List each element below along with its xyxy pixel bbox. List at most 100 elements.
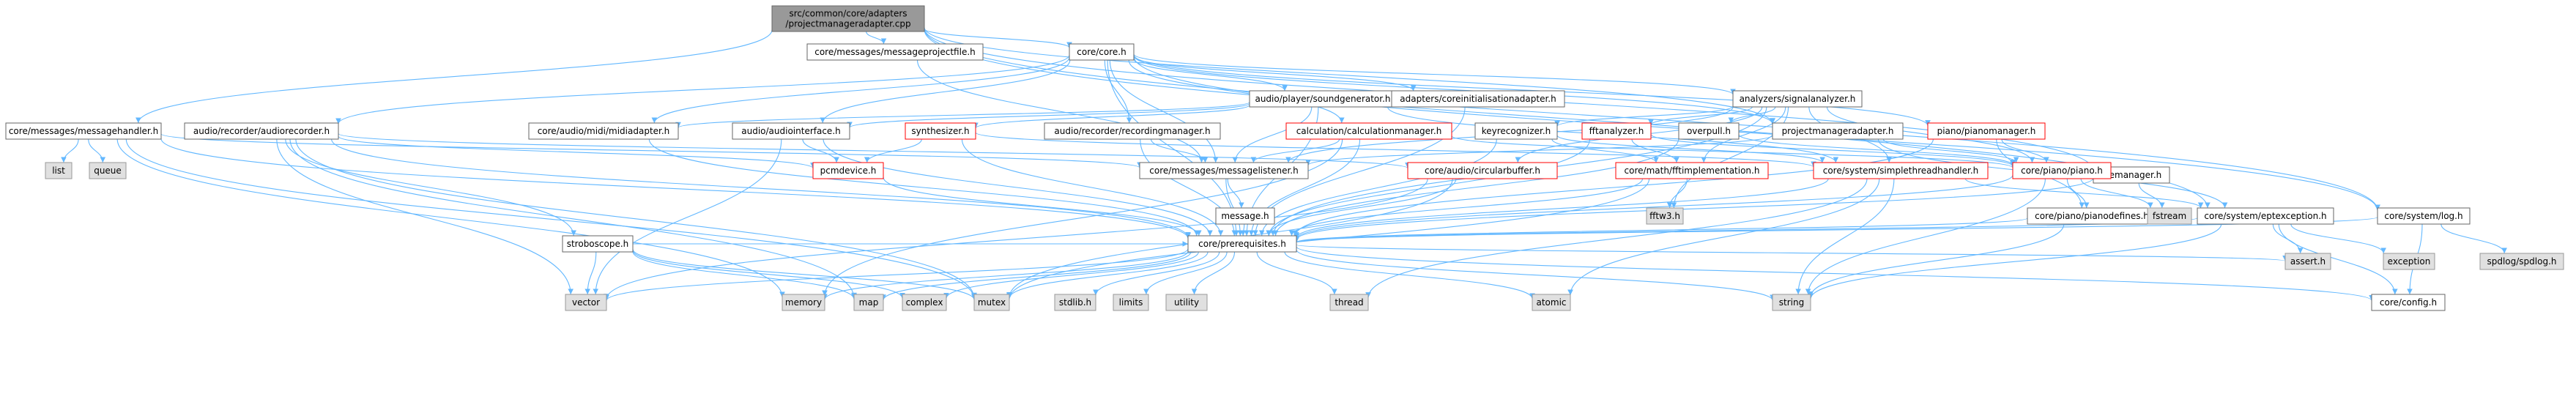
edge-root-to-msgprojfile xyxy=(866,31,887,45)
node-msglistener[interactable]: core/messages/messagelistener.h xyxy=(1139,162,1309,179)
edge-signalanalyzer-to-keyrecognizer xyxy=(1554,105,1734,127)
edge-midiadapter-to-prereq xyxy=(648,138,1200,237)
edge-prereq-to-map xyxy=(880,251,1192,301)
edge-prereq-to-limits xyxy=(1143,251,1228,295)
node-synthesizer[interactable]: synthesizer.h xyxy=(905,122,976,140)
node-label: vector xyxy=(572,297,600,308)
node-recordingmanager[interactable]: audio/recorder/recordingmanager.h xyxy=(1044,122,1221,140)
node-keyrecognizer[interactable]: keyrecognizer.h xyxy=(1474,122,1558,140)
node-label: piano/pianomanager.h xyxy=(1937,126,2036,136)
node-vector: vector xyxy=(565,294,607,311)
edge-prereq-to-asserth xyxy=(1296,244,2287,262)
node-memory: memory xyxy=(782,294,825,311)
node-label: thread xyxy=(1335,297,1363,308)
node-config[interactable]: core/config.h xyxy=(2371,294,2446,311)
node-label: core/math/fftimplementation.h xyxy=(1625,165,1760,176)
edge-pianodefines-to-string xyxy=(1808,223,2065,297)
edge-calcmanager-to-msglistener xyxy=(1250,138,1340,163)
edge-root-to-pmadapter xyxy=(924,27,1775,124)
edge-audiorecorder-to-map xyxy=(289,138,857,299)
edge-fftanalyzer-to-piano xyxy=(1650,133,2016,167)
edge-audiointerface-to-prereq xyxy=(823,138,1213,237)
node-label: filemanager.h xyxy=(2101,170,2162,180)
node-spdlog: spdlog/spdlog.h xyxy=(2479,253,2564,270)
edge-corecore-to-signalanalyzer xyxy=(1133,53,1736,95)
node-label: synthesizer.h xyxy=(911,126,969,136)
edge-simplethread-to-string xyxy=(1795,178,1895,295)
edge-eptexception-to-string xyxy=(1808,223,2222,299)
node-atomic: atomic xyxy=(1532,294,1571,311)
edge-corecore-to-audiorecorder xyxy=(335,54,1070,124)
node-stroboscope[interactable]: stroboscope.h xyxy=(562,235,634,253)
edge-circbuffer-to-vector xyxy=(604,178,1428,299)
edge-root-to-log xyxy=(924,28,2380,211)
node-label: stroboscope.h xyxy=(567,239,629,249)
edge-audiorecorder-to-mutex xyxy=(295,138,977,299)
node-label: core/messages/messageprojectfile.h xyxy=(814,47,976,57)
node-audiorecorder[interactable]: audio/recorder/audiorecorder.h xyxy=(184,122,339,140)
edge-pianomanager-to-piano xyxy=(2001,138,2049,163)
node-calcmanager[interactable]: calculation/calculationmanager.h xyxy=(1285,122,1452,140)
edge-signalanalyzer-to-fftanalyzer xyxy=(1648,106,1753,126)
edge-fftanalyzer-to-fftimpl xyxy=(1631,138,1679,163)
node-label: utility xyxy=(1174,297,1199,308)
edge-pmadapter-to-msglistener xyxy=(1305,135,1773,166)
node-signalanalyzer[interactable]: analyzers/signalanalyzer.h xyxy=(1732,90,1863,108)
edge-prereq-to-thread xyxy=(1256,251,1337,295)
node-coreinit[interactable]: adapters/coreinitialisationadapter.h xyxy=(1391,90,1565,108)
node-midiadapter[interactable]: core/audio/midi/midiadapter.h xyxy=(528,122,679,140)
node-pianodefines[interactable]: core/piano/pianodefines.h xyxy=(2027,207,2157,225)
node-label: src/common/core/adapters xyxy=(789,9,907,19)
edge-simplethread-to-thread xyxy=(1365,178,1868,298)
node-message[interactable]: message.h xyxy=(1215,207,1275,225)
node-simplethread[interactable]: core/system/simplethreadhandler.h xyxy=(1813,162,1989,179)
node-root[interactable]: src/common/core/adapters/projectmanagera… xyxy=(771,5,925,32)
edge-audiorecorder-to-prereq xyxy=(331,138,1191,238)
edge-prereq-to-vector xyxy=(604,248,1189,301)
node-pianomanager[interactable]: piano/pianomanager.h xyxy=(1927,122,2046,140)
node-eptexception[interactable]: core/system/eptexception.h xyxy=(2197,207,2334,225)
edge-msglistener-to-prereq xyxy=(1225,178,1244,237)
edge-corecore-to-prereq xyxy=(1107,59,1239,237)
node-piano[interactable]: core/piano/piano.h xyxy=(2012,162,2112,179)
node-fftimpl[interactable]: core/math/fftimplementation.h xyxy=(1615,162,1769,179)
node-pcmdevice[interactable]: pcmdevice.h xyxy=(812,162,884,179)
node-complex: complex xyxy=(902,294,947,311)
node-msghandler[interactable]: core/messages/messagehandler.h xyxy=(5,122,162,140)
edge-corecore-to-recordingmanager xyxy=(1104,59,1132,124)
edge-soundgen-to-synthesizer xyxy=(973,104,1250,129)
node-corecore[interactable]: core/core.h xyxy=(1069,43,1135,61)
node-label: audio/recorder/recordingmanager.h xyxy=(1054,126,1210,136)
edge-filemanager-to-prereq xyxy=(1293,177,2094,240)
node-filemanager[interactable]: filemanager.h xyxy=(2093,166,2170,184)
node-circbuffer[interactable]: core/audio/circularbuffer.h xyxy=(1407,162,1558,179)
node-fftanalyzer[interactable]: fftanalyzer.h xyxy=(1581,122,1652,140)
edge-simplethread-to-eptexception xyxy=(1964,178,2204,209)
edge-prereq-to-mutex xyxy=(1006,251,1209,299)
node-prereq[interactable]: core/prerequisites.h xyxy=(1187,235,1297,253)
node-label: fftanalyzer.h xyxy=(1589,126,1644,136)
node-label: core/messages/messagehandler.h xyxy=(9,126,158,136)
edge-pcmdevice-to-prereq xyxy=(883,176,1202,237)
edge-root-to-msghandler xyxy=(136,29,773,124)
node-thread: thread xyxy=(1329,294,1369,311)
node-label: overpull.h xyxy=(1687,126,1731,136)
edge-soundgen-to-msglistener xyxy=(1232,106,1313,163)
node-pmadapter[interactable]: projectmanageradapter.h xyxy=(1772,122,1904,140)
node-log[interactable]: core/system/log.h xyxy=(2377,207,2471,225)
node-label: fftw3.h xyxy=(1649,211,1680,221)
edge-signalanalyzer-to-fftimpl xyxy=(1701,106,1786,163)
edge-calcmanager-to-piano xyxy=(1451,135,2016,168)
edge-message-to-prereq xyxy=(1240,223,1247,237)
node-label: core/piano/piano.h xyxy=(2021,165,2103,176)
node-audiointerface[interactable]: audio/audiointerface.h xyxy=(732,122,850,140)
edge-prereq-to-string xyxy=(1296,249,1775,301)
node-soundgen[interactable]: audio/player/soundgenerator.h xyxy=(1249,90,1397,108)
edge-fftimpl-to-prereq xyxy=(1288,178,1644,237)
node-queue: queue xyxy=(89,162,127,179)
edge-corecore-to-audiointerface xyxy=(820,59,1071,124)
node-label: core/prerequisites.h xyxy=(1198,239,1286,249)
node-label: audio/recorder/audiorecorder.h xyxy=(193,126,330,136)
node-msgprojfile[interactable]: core/messages/messageprojectfile.h xyxy=(806,43,984,61)
node-overpull[interactable]: overpull.h xyxy=(1678,122,1740,140)
